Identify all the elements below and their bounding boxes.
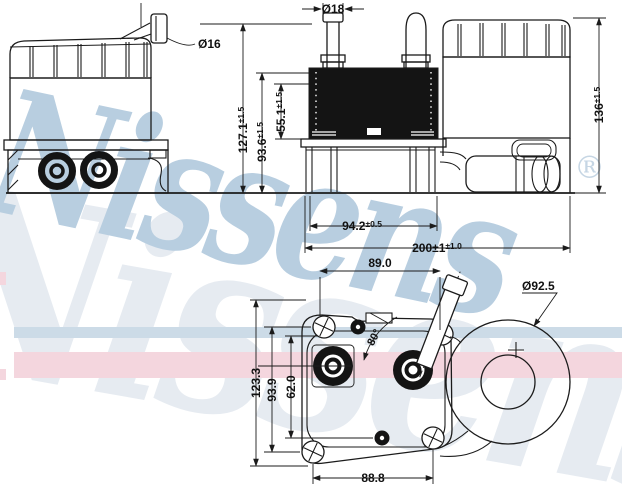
outlet-duct xyxy=(439,151,561,193)
dim-dia92-5-label: Ø92.5 xyxy=(522,279,555,293)
canister-ribs xyxy=(29,42,148,77)
svg-text:55.1±1.5: 55.1±1.5 xyxy=(274,92,288,132)
dim-55-1-value: 55.1 xyxy=(274,108,288,132)
dim-127-1-tol: ±1.5 xyxy=(236,106,246,123)
dim-136-tol: ±1.5 xyxy=(592,86,602,103)
washers xyxy=(350,319,390,446)
dim-94-2-value: 94.2 xyxy=(342,219,366,233)
inlet-fitting xyxy=(119,3,196,46)
dim-93-9: 93.9 xyxy=(264,326,311,453)
dim-dia16-label: Ø16 xyxy=(198,37,221,51)
dim-136-value: 136 xyxy=(592,103,606,123)
svg-text:127.1±1.5: 127.1±1.5 xyxy=(236,106,250,153)
round-housing xyxy=(439,319,571,457)
dim-89-0-label: 89.0 xyxy=(368,256,392,270)
canister-ribs xyxy=(457,23,566,56)
filter-canister-left xyxy=(3,37,169,194)
dim-dia92-5: Ø92.5 xyxy=(522,279,558,327)
left-edge-pink-mark xyxy=(0,272,6,285)
dim-89-0: 89.0 xyxy=(319,256,441,330)
oil-ports xyxy=(313,346,433,390)
svg-text:94.2±0.5: 94.2±0.5 xyxy=(342,219,382,233)
dim-88-8: 88.8 xyxy=(312,450,434,485)
front-view: 80° Ø92.5 89.0 xyxy=(249,256,571,485)
dim-62-0-label: 62.0 xyxy=(284,375,298,399)
dim-88-8-label: 88.8 xyxy=(361,471,385,485)
dim-136: 136±1.5 xyxy=(573,17,606,194)
oil-cooler-core-assembly xyxy=(300,12,561,193)
dim-55-1: 55.1±1.5 xyxy=(274,83,309,140)
diagonal-pipe xyxy=(415,270,469,378)
svg-text:136±1.5: 136±1.5 xyxy=(592,86,606,123)
dim-123-3-label: 123.3 xyxy=(249,368,263,398)
dim-200: 200±1±1.0 xyxy=(304,196,571,255)
svg-text:200±1±1.0: 200±1±1.0 xyxy=(412,241,462,255)
center-mark xyxy=(508,342,524,358)
ring-ports xyxy=(38,151,118,190)
dim-93-6-tol: ±1.5 xyxy=(255,122,265,139)
dim-62-0: 62.0 xyxy=(284,335,373,439)
dim-93-6: 93.6±1.5 xyxy=(255,72,309,194)
dim-93-6-value: 93.6 xyxy=(255,138,269,162)
filter-canister-right xyxy=(442,19,571,193)
dim-123-3: 123.3 xyxy=(249,299,308,467)
side-view: Ø16 xyxy=(3,2,606,255)
dim-200-tol: ±1.0 xyxy=(445,241,462,251)
dim-dia18-label: Ø18 xyxy=(322,2,345,16)
svg-text:93.6±1.5: 93.6±1.5 xyxy=(255,122,269,162)
base-hatch xyxy=(7,149,19,191)
dim-94-2: 94.2±0.5 xyxy=(309,196,438,233)
left-edge-pink-mark xyxy=(0,369,6,380)
dim-200-value: 200±1 xyxy=(412,241,446,255)
dim-127-1: 127.1±1.5 xyxy=(200,23,312,194)
dim-94-2-tol: ±0.5 xyxy=(365,219,382,229)
dim-55-1-tol: ±1.5 xyxy=(274,92,284,109)
dim-127-1-value: 127.1 xyxy=(236,123,250,153)
dim-93-9-label: 93.9 xyxy=(265,378,279,402)
dim-dia18: Ø18 xyxy=(302,2,364,16)
